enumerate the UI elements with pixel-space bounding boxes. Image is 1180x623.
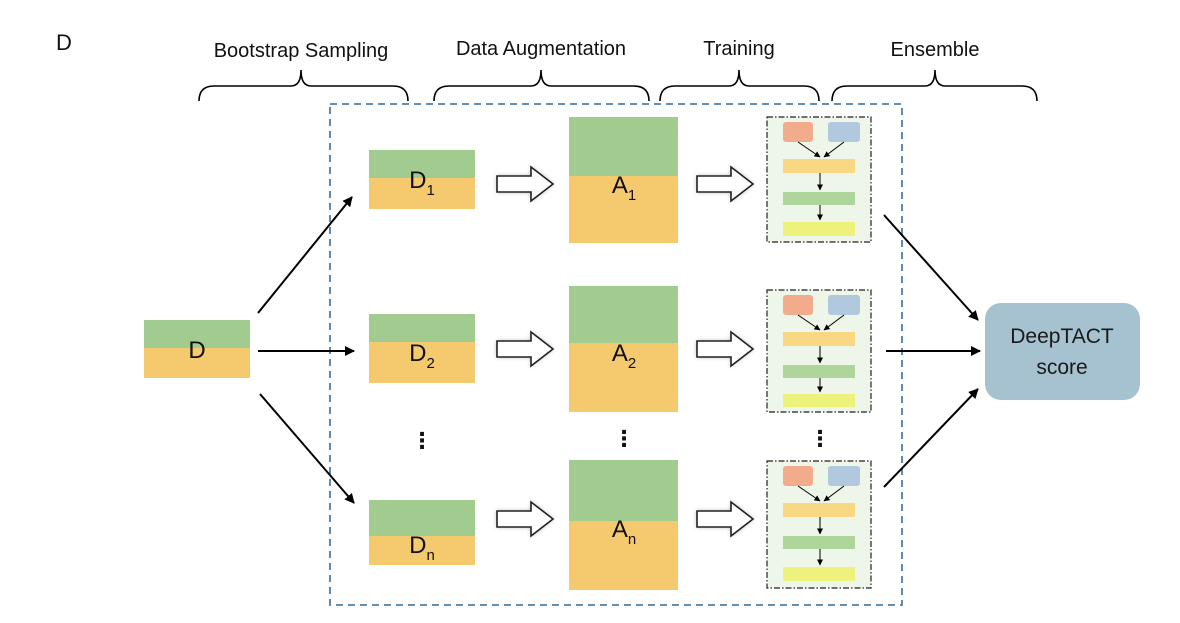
stage-bootstrap-label: Bootstrap Sampling [214, 40, 389, 62]
stage-training-label: Training [703, 38, 775, 60]
deeptact-score-line2: score [1036, 356, 1087, 379]
stage-ensemble-label: Ensemble [891, 39, 980, 61]
arrow-ensemble-n [883, 388, 979, 488]
pipeline-frame [329, 103, 903, 606]
arrow-augment-2 [497, 332, 553, 366]
arrow-to-sample-n [259, 393, 355, 504]
bootstrap-sample-n: Dn [369, 500, 475, 565]
deeptact-score-line1: DeepTACT [1010, 325, 1114, 348]
source-dataset-label: D [188, 337, 205, 364]
augmented-set-1-label: A1 [612, 172, 636, 204]
augmented-set-2: A2 [569, 286, 678, 412]
arrow-ensemble-1 [883, 214, 979, 321]
arrow-augment-n [497, 502, 553, 536]
augmentation-brace [433, 69, 650, 102]
augmented-set-1: A1 [569, 117, 678, 243]
model-icon-n [766, 460, 872, 589]
bootstrap-ellipsis: ⋮ [411, 428, 433, 453]
bootstrap-sample-2-label: D2 [409, 340, 435, 372]
augmentation-ellipsis: ⋮ [613, 426, 635, 451]
arrow-to-sample-1 [257, 196, 353, 314]
training-brace [659, 69, 820, 102]
arrow-train-1 [697, 167, 753, 201]
source-dataset: D [144, 320, 250, 378]
stage-augmentation-label: Data Augmentation [456, 38, 626, 60]
deeptact-score-box: DeepTACT score [985, 303, 1140, 400]
bootstrap-sample-n-label: Dn [409, 532, 435, 564]
augmented-set-n: An [569, 460, 678, 590]
augmented-set-n-label: An [612, 516, 636, 548]
arrow-augment-1 [497, 167, 553, 201]
bootstrap-sample-2: D2 [369, 314, 475, 383]
panel-label: D [56, 30, 72, 55]
bootstrap-sample-1-label: D1 [409, 167, 435, 199]
arrow-train-2 [697, 332, 753, 366]
model-icon-1 [766, 116, 872, 243]
ensemble-brace [831, 69, 1038, 102]
training-ellipsis: ⋮ [809, 426, 831, 451]
model-icon-2 [766, 289, 872, 413]
bootstrap-brace [198, 69, 409, 102]
augmented-set-2-label: A2 [612, 340, 636, 372]
bootstrap-sample-1: D1 [369, 150, 475, 209]
arrow-train-n [697, 502, 753, 536]
